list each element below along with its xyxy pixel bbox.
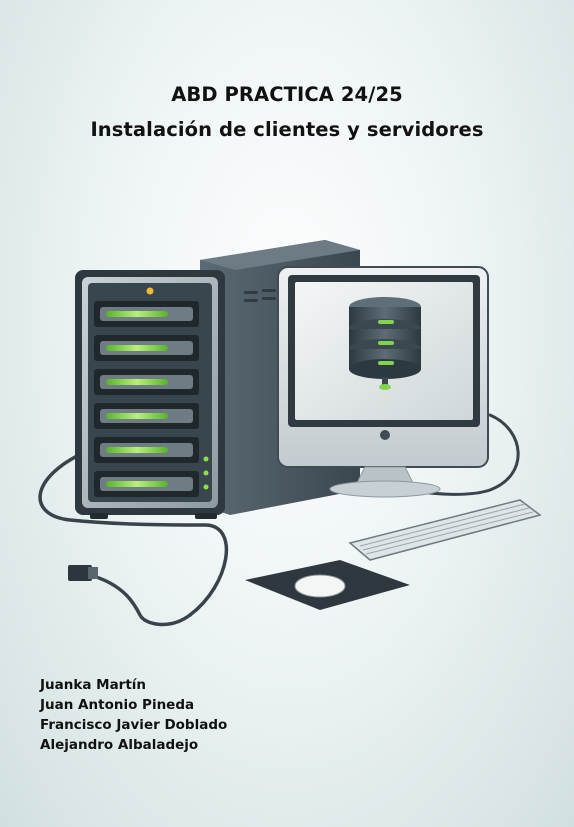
author-name: Alejandro Albaladejo: [40, 737, 199, 753]
drive-bay: [94, 335, 199, 361]
document-title: ABD PRACTICA 24/25: [171, 83, 403, 106]
author-list: Juanka Martín Juan Antonio Pineda Franci…: [40, 675, 227, 755]
author-name: Juanka Martín: [40, 677, 147, 693]
document-subtitle: Instalación de clientes y servidores: [90, 118, 484, 141]
power-led-icon: [146, 287, 154, 295]
server-computer-illustration: [38, 240, 542, 627]
drive-bay: [94, 437, 199, 463]
author-name: Juan Antonio Pineda: [40, 697, 195, 713]
monitor-power-button-icon: [380, 430, 390, 440]
drive-bay: [94, 471, 199, 497]
power-cable: [38, 448, 229, 627]
drive-bays: [94, 301, 199, 497]
keyboard: [348, 499, 542, 561]
database-icon: [349, 297, 421, 390]
status-leds: [203, 456, 209, 490]
mouse: [294, 574, 346, 598]
monitor: [277, 266, 489, 498]
author-name: Francisco Javier Doblado: [40, 717, 228, 733]
drive-bay: [94, 301, 199, 327]
power-plug-icon: [68, 565, 98, 581]
drive-bay: [94, 369, 199, 395]
drive-bay: [94, 403, 199, 429]
